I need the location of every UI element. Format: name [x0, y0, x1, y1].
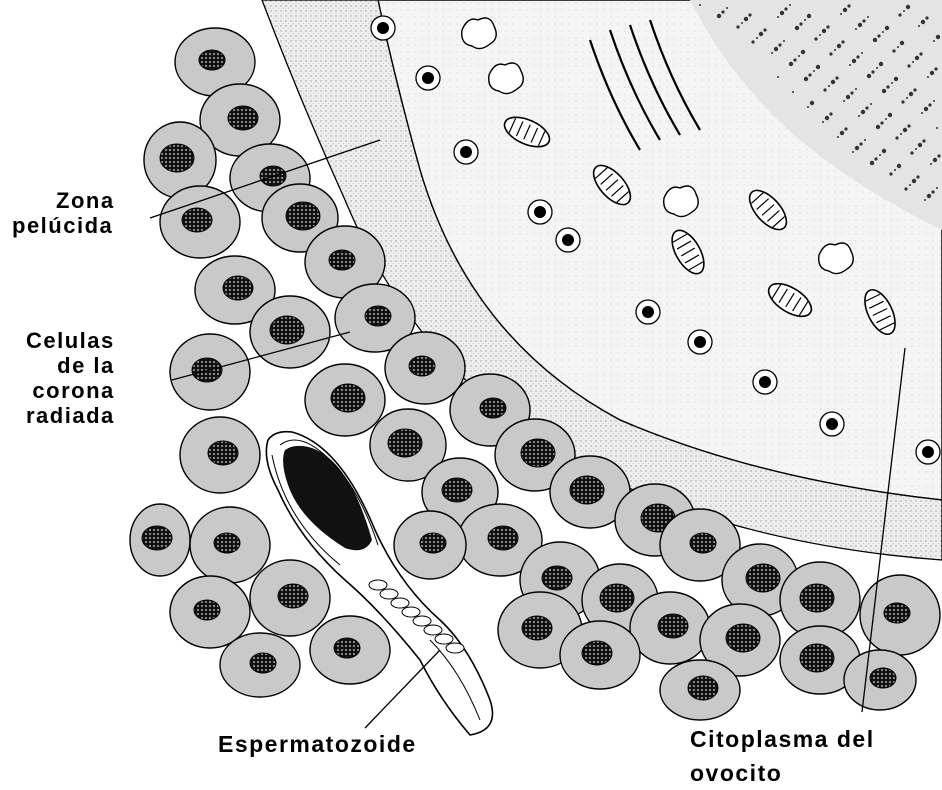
vesicle: [371, 16, 395, 40]
corona-cell: [170, 576, 250, 648]
vacuole: [664, 186, 699, 217]
corona-cell: [560, 621, 640, 689]
corona-cell: [160, 186, 240, 258]
corona-cell: [130, 504, 190, 576]
label-corona-line-3: corona: [26, 378, 115, 403]
label-citoplasma-line-2: ovocito: [690, 756, 875, 790]
vesicle: [528, 200, 552, 224]
corona-cell: [385, 332, 465, 404]
vesicle: [556, 228, 580, 252]
vesicle: [820, 412, 844, 436]
corona-cell: [305, 364, 385, 436]
midpiece-bead: [391, 598, 409, 608]
label-corona-line-4: radiada: [26, 403, 115, 428]
vesicle: [688, 330, 712, 354]
midpiece-bead: [369, 580, 387, 590]
corona-cell: [220, 633, 300, 697]
corona-cell: [860, 575, 940, 655]
vacuole: [489, 63, 524, 94]
midpiece-bead: [413, 616, 431, 626]
vesicle: [636, 300, 660, 324]
corona-cell: [180, 417, 260, 493]
corona-cell: [170, 334, 250, 410]
vesicle: [916, 440, 940, 464]
label-citoplasma-ovocito: Citoplasma del ovocito: [690, 722, 875, 790]
corona-cell: [190, 507, 270, 583]
label-espermatozoide: Espermatozoide: [218, 732, 417, 757]
corona-cell: [250, 560, 330, 636]
midpiece-bead: [446, 643, 464, 653]
midpiece-bead: [380, 589, 398, 599]
label-corona-line-2: de la: [26, 353, 115, 378]
midpiece-bead: [402, 607, 420, 617]
vesicle: [753, 370, 777, 394]
label-zona-line-1: Zona: [12, 188, 115, 213]
label-corona-radiada: Celulas de la corona radiada: [26, 328, 115, 428]
corona-cell: [660, 660, 740, 720]
vacuole: [462, 18, 497, 49]
corona-cell: [310, 616, 390, 684]
label-zona-line-2: pelúcida: [12, 213, 115, 238]
corona-cell: [630, 592, 710, 664]
midpiece-bead: [435, 634, 453, 644]
vacuole: [819, 243, 854, 274]
corona-cell: [844, 650, 916, 710]
label-corona-line-1: Celulas: [26, 328, 115, 353]
corona-cell: [394, 511, 466, 579]
vesicle: [416, 66, 440, 90]
corona-cell: [250, 296, 330, 368]
midpiece-bead: [424, 625, 442, 635]
label-zona-pelucida: Zona pelúcida: [12, 188, 115, 238]
label-citoplasma-line-1: Citoplasma del: [690, 722, 875, 756]
vesicle: [454, 140, 478, 164]
